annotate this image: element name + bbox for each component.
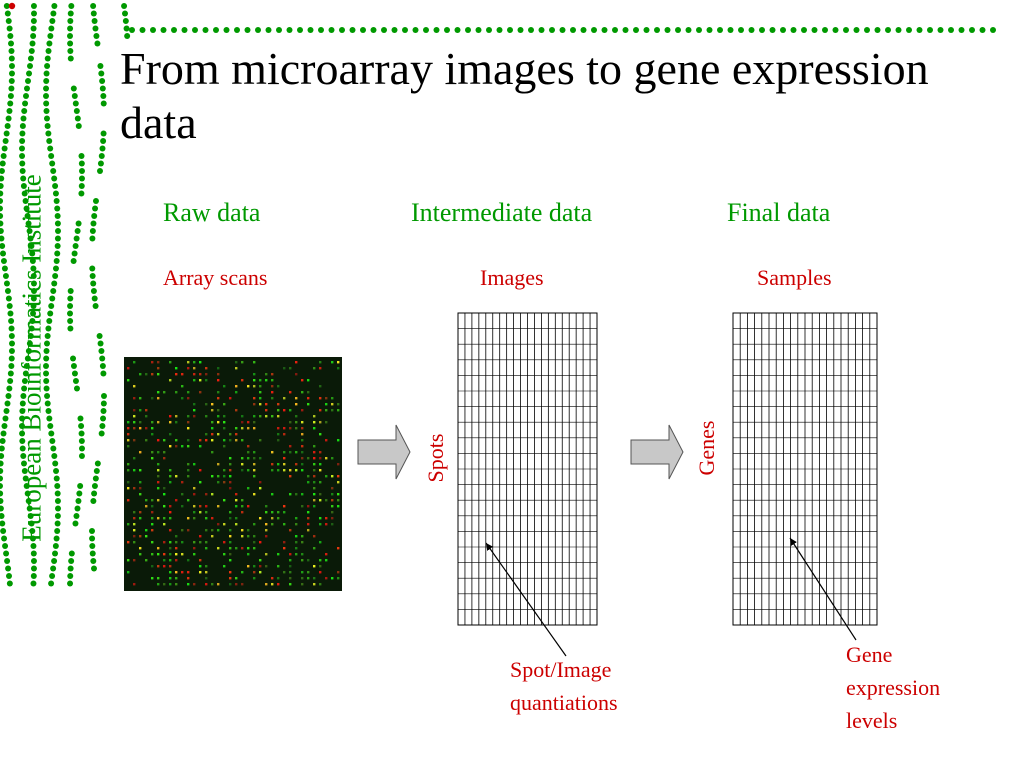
microarray-scan-image	[124, 357, 342, 591]
right-arrow-icon	[357, 424, 411, 480]
annotation-line: Spot/Image	[510, 657, 612, 682]
right-arrow-icon	[630, 424, 684, 480]
subheader-images: Images	[480, 265, 544, 290]
intermediate-data-grid	[457, 312, 598, 626]
annotation-spot-quantiations: Spot/Image quantiations	[510, 653, 618, 719]
pointer-arrow-icon	[789, 537, 857, 641]
annotation-gene-expression-levels: Gene expression levels	[846, 638, 940, 737]
header-final-data: Final data	[727, 198, 831, 227]
subheader-samples: Samples	[757, 265, 832, 290]
annotation-line: levels	[846, 708, 898, 733]
annotation-line: Gene	[846, 642, 893, 667]
pointer-arrow-icon	[485, 542, 567, 657]
axis-label-genes: Genes	[694, 420, 719, 476]
annotation-line: expression	[846, 675, 941, 700]
axis-label-spots: Spots	[423, 433, 448, 483]
header-intermediate-data: Intermediate data	[411, 198, 593, 227]
annotation-line: quantiations	[510, 690, 618, 715]
subheader-array-scans: Array scans	[163, 265, 268, 290]
slide-title: From microarray images to gene expressio…	[120, 43, 929, 149]
final-data-grid	[732, 312, 878, 626]
header-raw-data: Raw data	[163, 198, 261, 227]
